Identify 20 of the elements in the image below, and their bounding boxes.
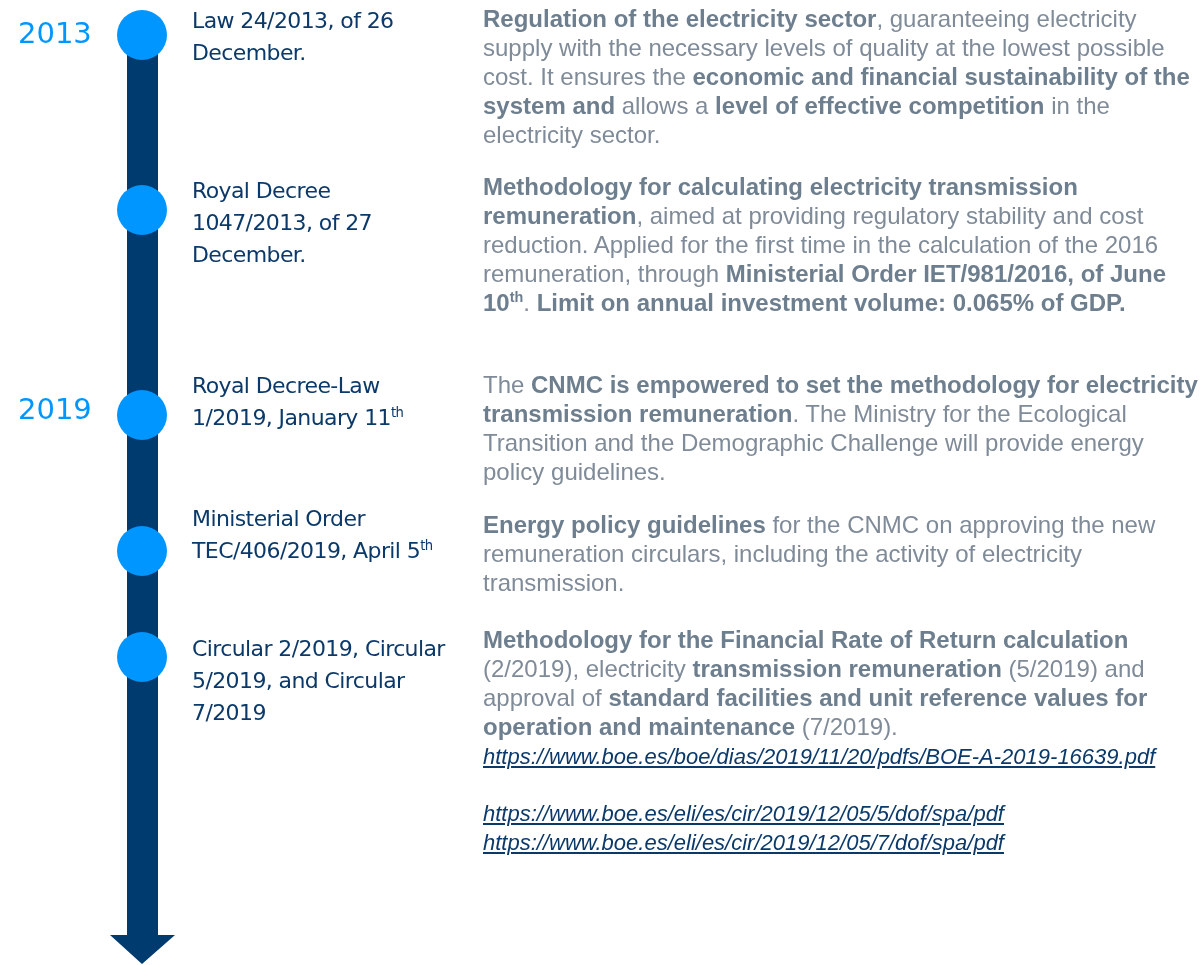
legal-reference: Ministerial Order TEC/406/2019, April 5$^{th}$ xyxy=(192,505,434,565)
link: https://www.boe.es/eli/es/cir/2019/12/05/7/dof/spa/pdf xyxy=(483,829,1007,857)
timeline-dot xyxy=(117,185,167,235)
timeline-dot xyxy=(117,390,167,440)
description-paragraph: The CNMC is empowered to set the methodology for electricity transmission remuneration. The Ministry for the Ecological Transition and the Demographic Challenge will provide energy policy guidelines. xyxy=(483,370,1198,486)
timeline-dot xyxy=(117,526,167,576)
year-label: 2019 xyxy=(18,392,92,426)
description-paragraph: Regulation of the electricity sector, guaranteeing electricity supply with the necessary levels of quality at the lowest possible cost. It ensures the economic and financial sustainability of the system and allows a level of effective competition in the electricity sector. xyxy=(483,4,1191,149)
timeline-dot xyxy=(117,632,167,682)
year-label: 2013 xyxy=(18,16,92,50)
description-paragraph: Methodology for calculating electricity transmission remuneration, aimed at providing regulatory stability and cost reduction. Applied for the first time in the calculation of the 2016 remuneration, through Ministerial Order IET/981/2016, of June 10$^{th}$. Limit on annual investment volume: 0.065% of GDP. xyxy=(483,172,1167,317)
legal-reference: Royal Decree 1047/2013, of 27 December. xyxy=(192,177,373,269)
legal-reference: Circular 2/2019, Circular 5/2019, and Circular 7/2019 xyxy=(192,635,447,727)
timeline-dot xyxy=(117,10,167,60)
description-paragraph: Methodology for the Financial Rate of Return calculation (2/2019), electricity transmission remuneration (5/2019) and approval of standard facilities and unit reference values for operation and maintenance (7/2019). xyxy=(483,625,1149,741)
link: https://www.boe.es/boe/dias/2019/11/20/pdfs/BOE-A-2019-16639.pdf xyxy=(483,743,1158,771)
legal-reference: Law 24/2013, of 26 December. xyxy=(192,7,395,67)
legal-reference: Royal Decree-Law 1/2019, January 11$^{th}$ xyxy=(192,372,405,432)
description-paragraph: Energy policy guidelines for the CNMC on approving the new remuneration circulars, including the activity of electricity transmission. xyxy=(483,510,1157,597)
link: https://www.boe.es/eli/es/cir/2019/12/05/5/dof/spa/pdf xyxy=(483,800,1007,828)
